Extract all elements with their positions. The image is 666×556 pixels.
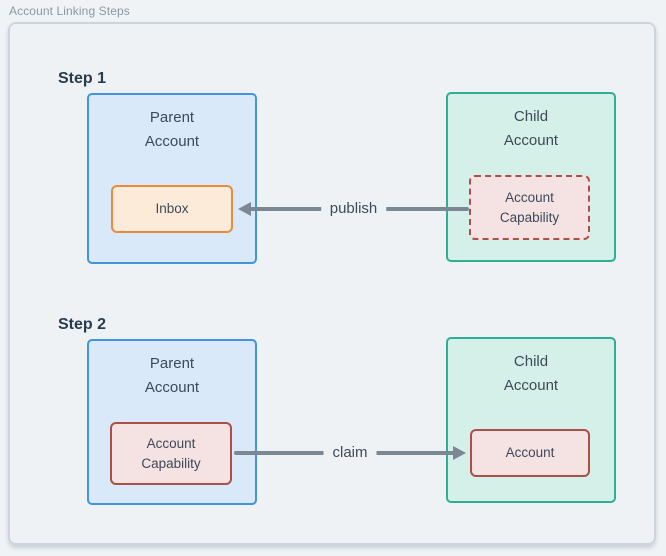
step2-parent-title-line1: Parent [149,355,195,372]
step1-parent-account-box: Parent Account [87,93,257,264]
step2-child-title-line2: Account [503,377,559,394]
step1-account-capability-box: Account Capability [469,175,590,240]
step1-arrowhead-left-icon [238,202,251,216]
step2-claim-arrow: claim [234,443,466,463]
step1-arrow-label: publish [320,199,387,219]
step2-child-account-box: Child Account [446,337,616,503]
step1-child-title-line2: Account [503,132,559,149]
step2-arrowhead-right-icon [453,446,466,460]
diagram-title: Account Linking Steps [9,4,130,18]
step1-inbox-box: Inbox [111,185,233,233]
step1-publish-arrow: publish [238,199,469,219]
step2-parent-title-line2: Account [144,379,200,396]
step1-parent-title-line1: Parent [149,109,195,126]
step-2-heading: Step 2 [58,316,107,333]
step2-account-capability-box: Account Capability [110,422,232,485]
step1-child-title-line1: Child [513,108,549,125]
step2-parent-account-title: Parent Account [89,352,255,400]
step2-child-title-line1: Child [513,353,549,370]
step2-child-account-title: Child Account [448,350,614,398]
step2-arrow-label: claim [323,443,377,463]
step1-child-account-title: Child Account [448,105,614,153]
step1-parent-title-line2: Account [144,133,200,150]
step1-parent-account-title: Parent Account [89,106,255,154]
step2-account-box: Account [470,429,590,477]
step-1-heading: Step 1 [58,70,107,87]
